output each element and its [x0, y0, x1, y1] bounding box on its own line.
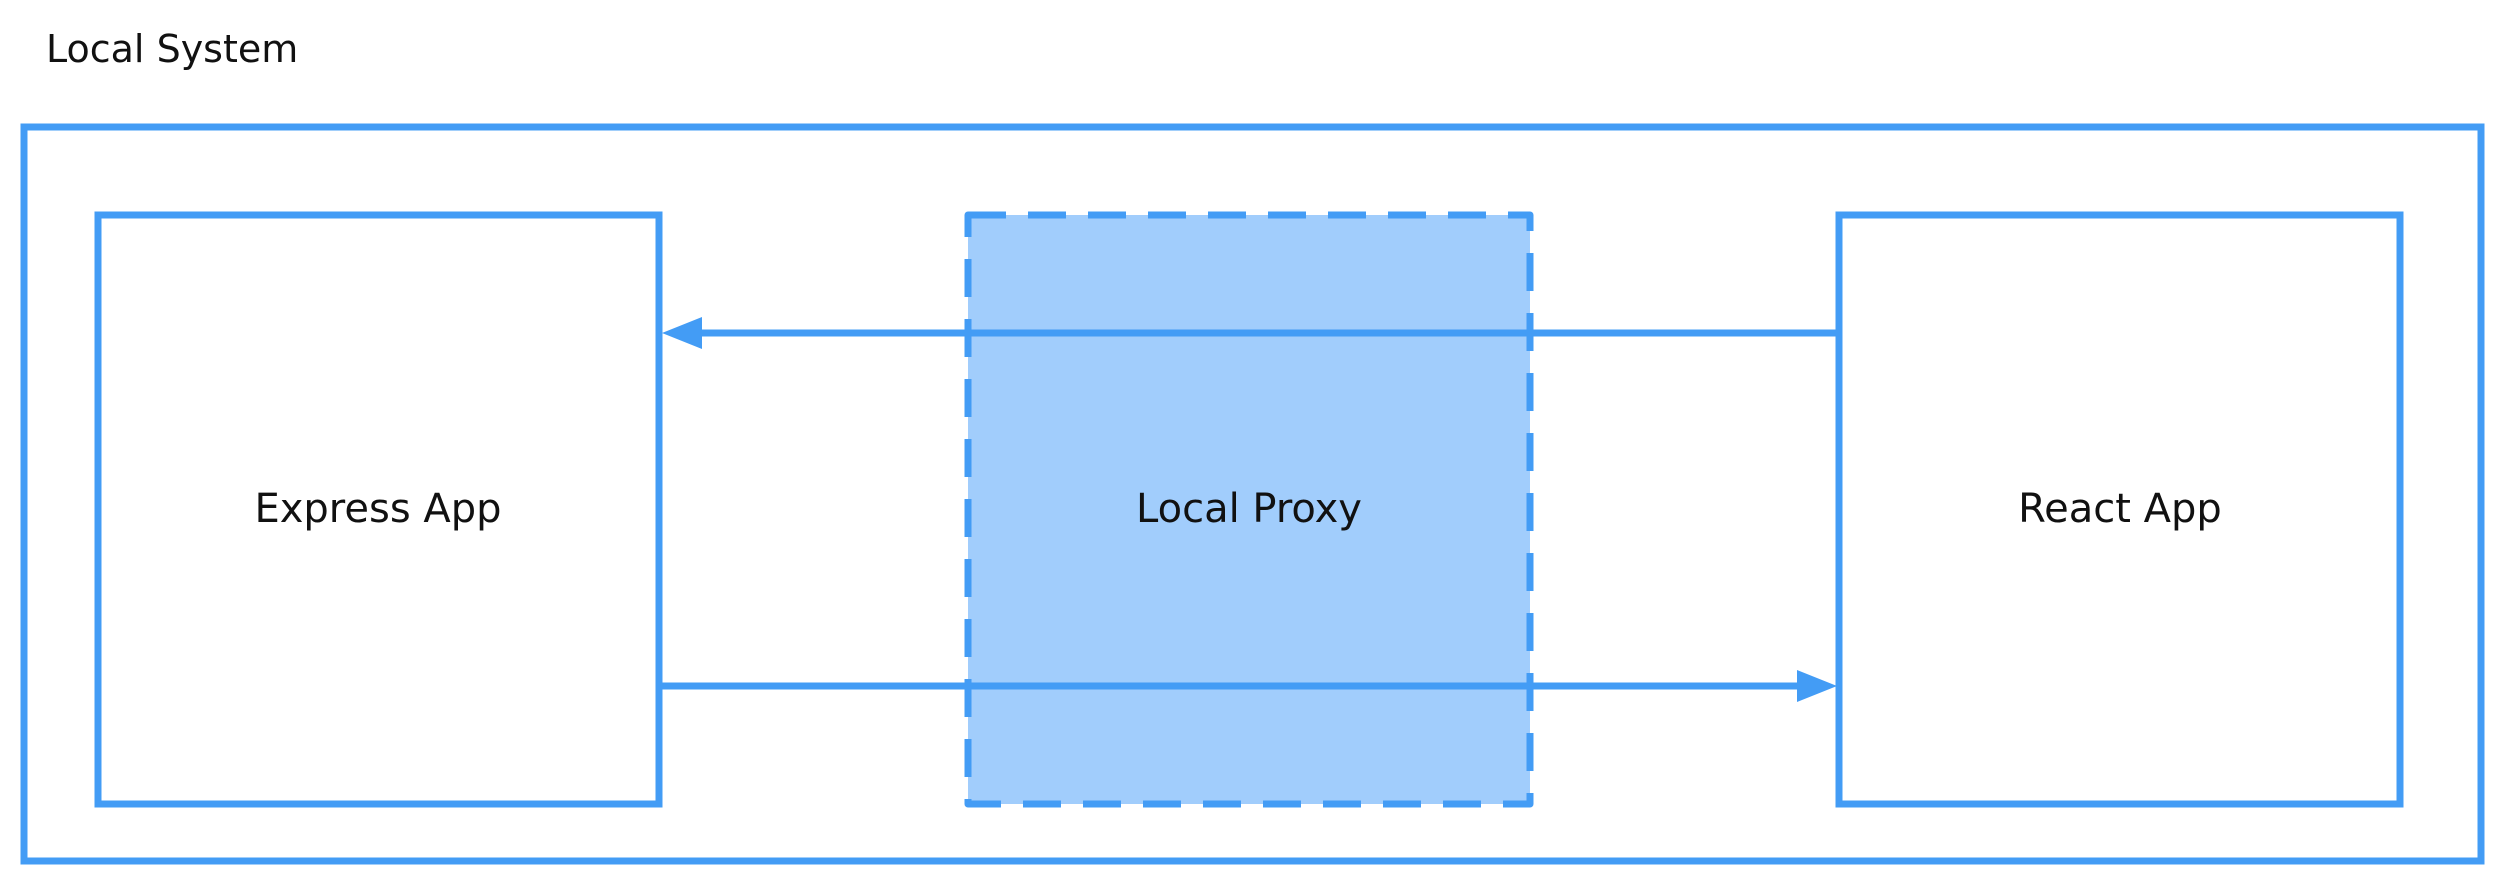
arrowhead-left-icon: [662, 317, 702, 349]
diagram-title: Local System: [46, 27, 298, 71]
express-app-label: Express App: [254, 486, 501, 532]
arrowhead-right-icon: [1797, 670, 1837, 702]
local-proxy-label: Local Proxy: [1136, 486, 1362, 532]
arrow-react-to-express: [662, 317, 1837, 349]
react-app-box: [1835, 211, 2404, 808]
react-app-label: React App: [2018, 486, 2222, 532]
arrow-express-to-react: [662, 670, 1837, 702]
local-system-container: [20, 123, 2485, 865]
local-proxy-box: [964, 211, 1534, 808]
express-app-box: [94, 211, 663, 808]
